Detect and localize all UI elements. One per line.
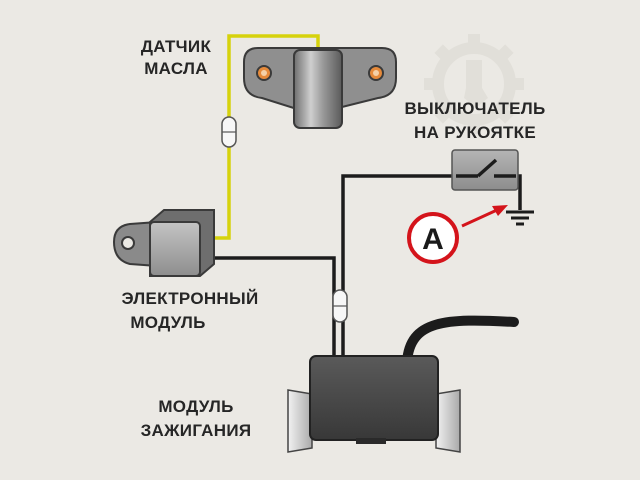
- oil-sensor-label-line2: МАСЛА: [144, 59, 208, 78]
- marker-a: A: [407, 205, 508, 264]
- oil-sensor-label-line1: ДАТЧИК: [141, 37, 212, 56]
- ignition-module: [287, 355, 461, 453]
- switch-contact-icon: [451, 149, 519, 191]
- handle-switch-label-line2: НА РУКОЯТКЕ: [414, 123, 536, 142]
- ignition-module-label-line2: ЗАЖИГАНИЯ: [141, 421, 252, 440]
- handle-switch-label-line1: ВЫКЛЮЧАТЕЛЬ: [404, 99, 545, 118]
- connector-icon: [221, 116, 237, 148]
- electronic-module: [112, 209, 215, 277]
- ground-symbol-icon: [506, 210, 534, 226]
- connector-icon: [332, 289, 348, 323]
- oil-sensor: [243, 47, 397, 129]
- marker-letter: A: [422, 223, 444, 256]
- ht-lead: [402, 315, 519, 367]
- electronic-module-label-line2: МОДУЛЬ: [130, 313, 205, 332]
- black-wires: [214, 174, 522, 360]
- electronic-module-label-line1: ЭЛЕКТРОННЫЙ: [122, 289, 259, 308]
- ignition-module-label-line1: МОДУЛЬ: [158, 397, 233, 416]
- yellow-wire: [214, 34, 320, 240]
- gear-wrench-watermark-icon: [424, 34, 524, 134]
